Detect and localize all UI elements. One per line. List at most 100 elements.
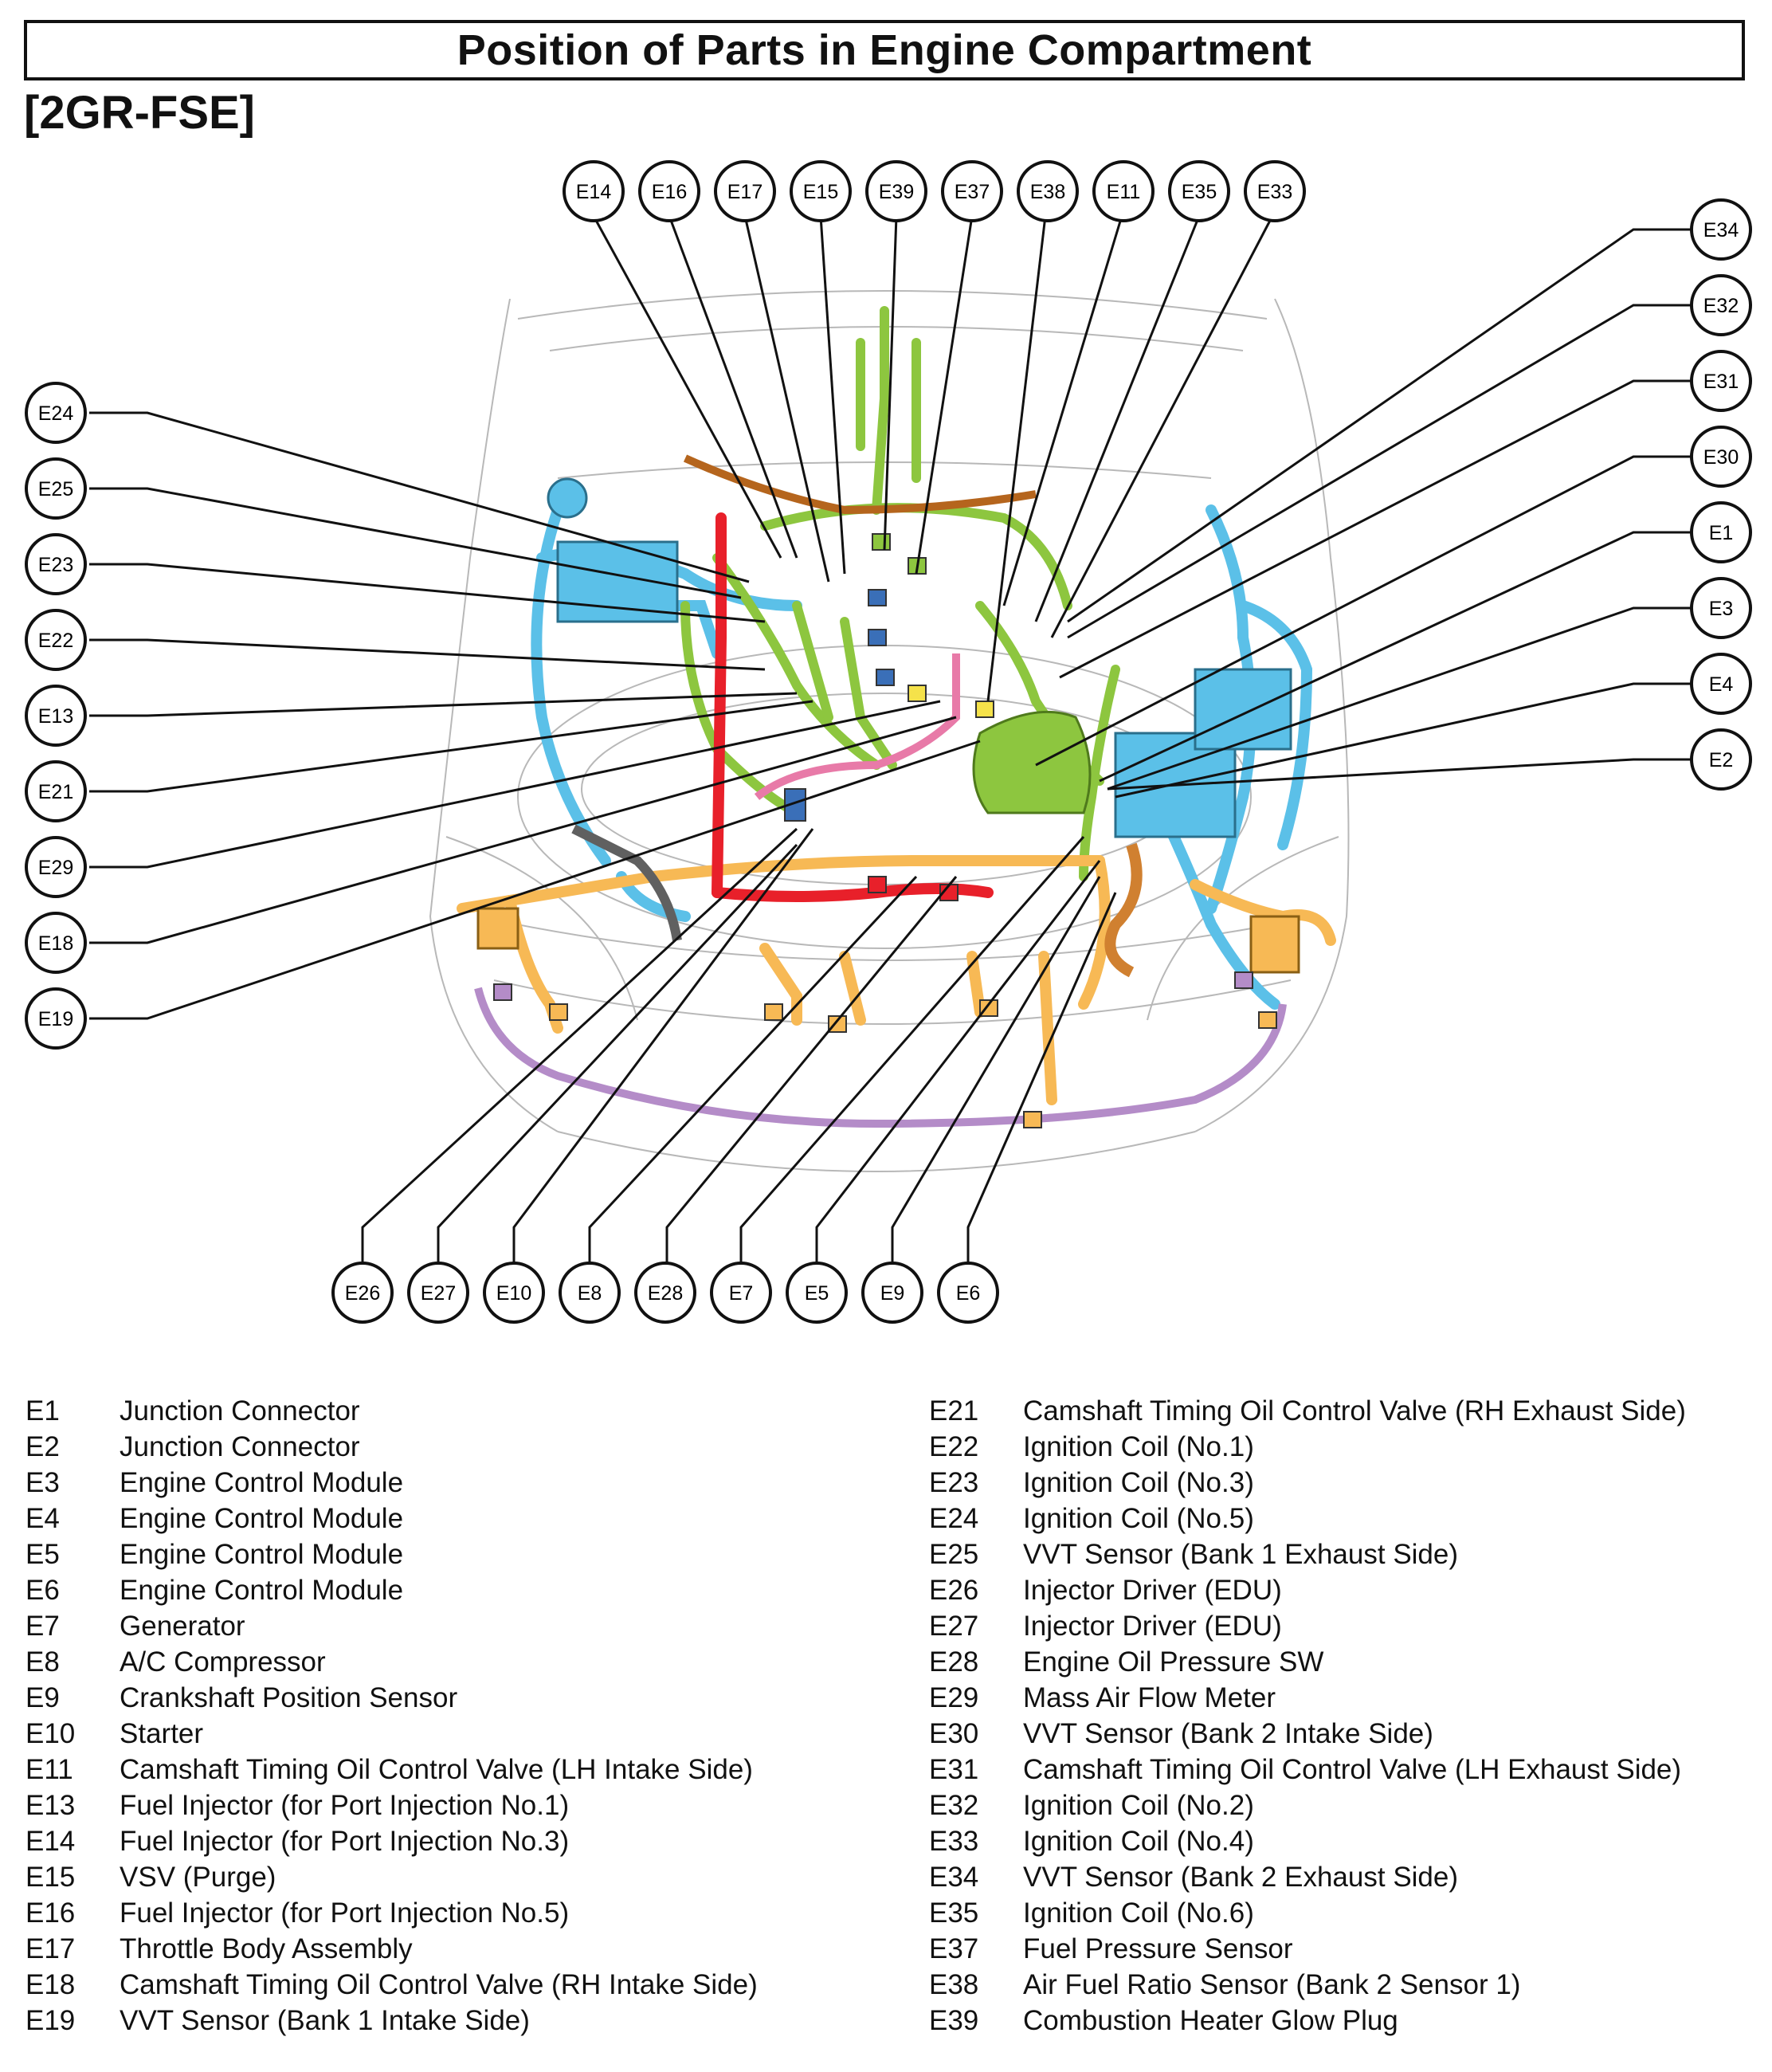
harness-brown-right (1104, 842, 1143, 978)
legend-part-name: Ignition Coil (No.6) (1023, 1897, 1254, 1929)
legend-part-name: Air Fuel Ratio Sensor (Bank 2 Sensor 1) (1023, 1969, 1521, 2000)
legend-part-name: VVT Sensor (Bank 2 Exhaust Side) (1023, 1862, 1459, 1893)
harness-gray (571, 824, 682, 942)
legend-part-name: Combustion Heater Glow Plug (1023, 2005, 1398, 2036)
callout-e13: E13 (25, 685, 87, 747)
callout-e32: E32 (1690, 274, 1752, 336)
callout-label: E37 (955, 181, 990, 203)
callout-e16: E16 (638, 160, 700, 222)
callout-e24: E24 (25, 382, 87, 444)
legend-code: E32 (929, 1790, 979, 1821)
legend-code: E21 (929, 1395, 979, 1426)
callout-label: E4 (1709, 673, 1734, 696)
callout-label: E13 (38, 705, 73, 728)
legend-code: E5 (25, 1539, 60, 1570)
legend-part-name: Injector Driver (EDU) (1023, 1575, 1282, 1606)
harness-green (680, 306, 1120, 881)
callout-e14: E14 (563, 160, 625, 222)
legend-code: E25 (929, 1539, 979, 1570)
callout-e34: E34 (1690, 198, 1752, 261)
legend-part-name: Camshaft Timing Oil Control Valve (LH In… (120, 1754, 753, 1785)
callout-label: E26 (345, 1282, 380, 1305)
callout-label: E31 (1703, 371, 1739, 393)
legend-part-name: Mass Air Flow Meter (1023, 1682, 1276, 1713)
legend-part-name: Ignition Coil (No.1) (1023, 1431, 1254, 1462)
legend-code: E33 (929, 1826, 979, 1857)
relay-block-left (476, 907, 519, 950)
callout-e3: E3 (1690, 577, 1752, 639)
callout-label: E6 (956, 1282, 981, 1305)
legend-part-name: Engine Control Module (120, 1575, 404, 1606)
callout-label: E1 (1709, 522, 1734, 544)
legend-code: E37 (929, 1933, 979, 1964)
callout-label: E18 (38, 932, 73, 955)
callout-e7: E7 (710, 1262, 772, 1324)
legend-code: E27 (929, 1611, 979, 1642)
legend-part-name: Engine Oil Pressure SW (1023, 1646, 1324, 1678)
legend-part-name: A/C Compressor (120, 1646, 326, 1678)
legend-code: E26 (929, 1575, 979, 1606)
callout-e37: E37 (941, 160, 1003, 222)
legend-code: E10 (25, 1718, 76, 1749)
engine-code: [2GR-FSE] (24, 87, 255, 139)
callout-label: E3 (1709, 598, 1734, 620)
callout-label: E14 (576, 181, 612, 203)
legend-code: E38 (929, 1969, 979, 2000)
callout-label: E19 (38, 1008, 73, 1030)
engine-block-green (972, 710, 1092, 814)
legend-part-name: Crankshaft Position Sensor (120, 1682, 458, 1713)
legend-part-name: Engine Control Module (120, 1503, 404, 1534)
legend-code: E35 (929, 1897, 979, 1929)
callout-e1: E1 (1690, 501, 1752, 563)
harness-pink (754, 653, 960, 800)
leader-lines (89, 215, 1692, 1263)
callout-e28: E28 (634, 1262, 696, 1324)
callout-e19: E19 (25, 987, 87, 1050)
legend-code: E9 (25, 1682, 60, 1713)
callout-label: E22 (38, 630, 73, 652)
battery-right (1194, 668, 1292, 751)
legend-code: E22 (929, 1431, 979, 1462)
legend-code: E15 (25, 1862, 76, 1893)
callout-label: E5 (805, 1282, 829, 1305)
legend-code: E3 (25, 1467, 60, 1498)
legend-code: E17 (25, 1933, 76, 1964)
legend-code: E28 (929, 1646, 979, 1678)
engine-diagram: E14E16E17E15E39E37E38E11E35E33E34E32E31E… (25, 160, 1752, 1324)
legend-part-name: Engine Control Module (120, 1539, 404, 1570)
callout-label: E29 (38, 857, 73, 879)
callout-label: E30 (1703, 446, 1739, 469)
callout-label: E28 (648, 1282, 683, 1305)
reservoir-left (547, 477, 588, 519)
callout-e38: E38 (1017, 160, 1079, 222)
callout-label: E15 (803, 181, 838, 203)
legend-code: E16 (25, 1897, 76, 1929)
legend-part-name: Throttle Body Assembly (120, 1933, 413, 1964)
callout-label: E17 (727, 181, 763, 203)
callout-e29: E29 (25, 836, 87, 898)
legend-code: E14 (25, 1826, 76, 1857)
callout-label: E38 (1030, 181, 1065, 203)
connector-marks (493, 533, 1277, 1128)
legend-code: E1 (25, 1395, 60, 1426)
legend-part-name: Fuel Injector (for Port Injection No.3) (120, 1826, 570, 1857)
legend-part-name: Ignition Coil (No.2) (1023, 1790, 1254, 1821)
legend-part-name: Camshaft Timing Oil Control Valve (LH Ex… (1023, 1754, 1682, 1785)
callout-label: E25 (38, 478, 73, 500)
callout-label: E23 (38, 554, 73, 576)
callout-e8: E8 (559, 1262, 621, 1324)
callout-label: E21 (38, 781, 73, 803)
legend-code: E24 (929, 1503, 979, 1534)
